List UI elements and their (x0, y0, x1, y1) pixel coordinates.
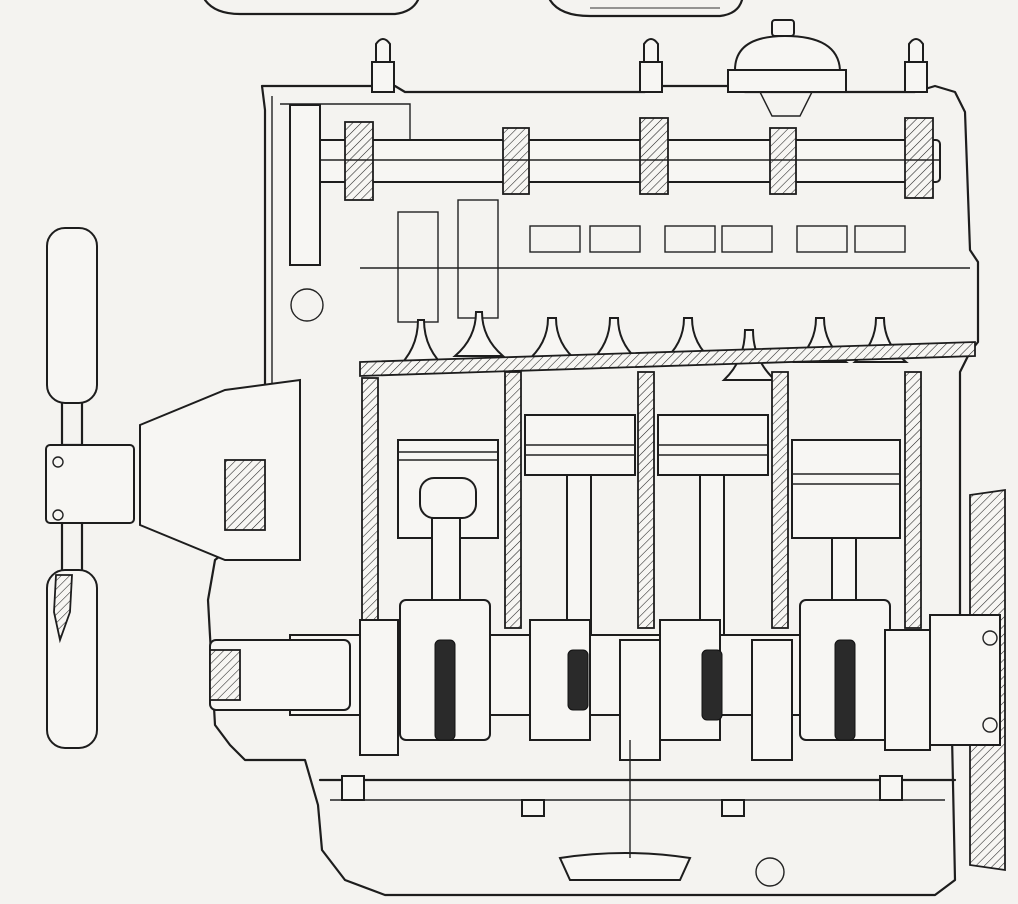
crankshaft-icon (289, 599, 951, 761)
piston-icon (791, 439, 901, 539)
oil-sump-icon (318, 740, 957, 887)
flywheel-icon (929, 488, 1006, 872)
distributor-cap-icon (727, 19, 847, 117)
top-clipped-parts (203, 0, 744, 18)
head-bolts (371, 38, 928, 93)
front-cover (139, 104, 351, 711)
cooling-fan-icon (45, 227, 135, 749)
valve-spring-icon (397, 199, 906, 323)
camshaft-icon (299, 117, 941, 201)
piston-icon (524, 414, 636, 476)
piston-icon (657, 414, 769, 476)
cylinders (361, 371, 922, 629)
cylinder-head-deck (359, 267, 976, 377)
